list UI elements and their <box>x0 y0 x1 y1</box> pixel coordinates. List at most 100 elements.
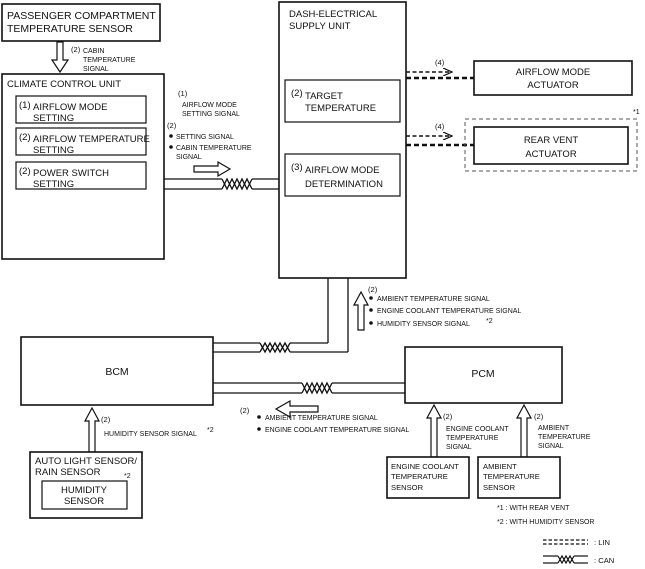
climate-control-title: CLIMATE CONTROL UNIT <box>7 79 121 90</box>
airflow-temp-setting-num: (2) <box>19 132 31 143</box>
bcm-to-dash-arrow <box>352 290 370 331</box>
power-switch-setting-line1: POWER SWITCH <box>33 168 109 179</box>
legend-lin-symbol <box>543 539 588 545</box>
target-temperature-box <box>284 79 401 123</box>
ccu-signal-num1: (1) <box>178 89 188 98</box>
ccu-airflow-signal-line1: AIRFLOW MODE <box>182 102 237 109</box>
note-humidity: *2 : WITH HUMIDITY SENSOR <box>497 519 595 526</box>
engine-coolant-sensor: ENGINE COOLANT TEMPERATURE SENSOR <box>386 456 470 499</box>
lin-label-upper: (4) <box>435 58 445 67</box>
auto-light-rain-sensor: AUTO LIGHT SENSOR/ RAIN SENSOR *2 HUMIDI… <box>29 451 143 519</box>
dash-electrical-supply-unit: DASH-ELECTRICAL SUPPLY UNIT (2) TARGET T… <box>278 1 407 279</box>
ambient-signal-line1: AMBIENT <box>538 425 570 432</box>
pcm-coolant-signal: ENGINE COOLANT TEMPERATURE SIGNAL <box>265 427 409 434</box>
ccu-cabin-signal-line1: CABIN TEMPERATURE <box>176 145 252 152</box>
legend-can-label: : CAN <box>594 556 614 565</box>
ccu-to-dash-arrow <box>193 160 232 178</box>
airflow-actuator-line1: AIRFLOW MODE <box>516 67 590 78</box>
ambient-to-pcm-arrow <box>515 403 533 458</box>
airflow-mode-setting-line2: SETTING <box>33 113 74 124</box>
dash-humidity-signal: HUMIDITY SENSOR SIGNAL <box>377 321 470 328</box>
pcm-ambient-signal: AMBIENT TEMPERATURE SIGNAL <box>265 415 378 422</box>
ambient-sensor-line1: AMBIENT <box>483 462 517 471</box>
ambient-signal-num: (2) <box>534 412 544 421</box>
auto-light-note: *2 <box>124 473 131 480</box>
bcm-up-num: (2) <box>101 415 111 424</box>
dash-unit-line1: DASH-ELECTRICAL <box>289 9 377 20</box>
coolant-signal-line1: ENGINE COOLANT <box>446 426 509 433</box>
airflow-determination-num: (3) <box>291 162 303 173</box>
cabin-temp-signal-line1: CABIN <box>83 48 104 55</box>
airflow-mode-setting-box <box>15 95 147 124</box>
pcm-module: PCM <box>404 346 563 404</box>
humidity-sensor-box <box>41 480 128 510</box>
ccu-setting-signal: SETTING SIGNAL <box>176 134 234 141</box>
lin-to-rear-vent-actuator <box>406 136 474 147</box>
coolant-signal-line3: SIGNAL <box>446 444 472 451</box>
ambient-sensor-line2: TEMPERATURE <box>483 472 540 481</box>
note-rear-vent: *1 : WITH REAR VENT <box>497 505 570 512</box>
legend: : LIN : CAN <box>543 538 614 565</box>
airflow-determination-line1: AIRFLOW MODE <box>305 165 379 176</box>
ambient-sensor-line3: SENSOR <box>483 483 516 492</box>
pcm-to-bcm-arrow <box>274 399 319 419</box>
dash-coolant-signal: ENGINE COOLANT TEMPERATURE SIGNAL <box>377 308 521 315</box>
power-switch-setting-num: (2) <box>19 166 31 177</box>
ccu-signal-num2: (2) <box>167 121 177 130</box>
passenger-compartment-sensor: PASSENGER COMPARTMENT TEMPERATURE SENSOR <box>1 3 161 42</box>
dash-down-num: (2) <box>368 285 378 294</box>
target-temperature-line1: TARGET <box>305 91 343 102</box>
ccu-airflow-signal-line2: SETTING SIGNAL <box>182 111 240 118</box>
ambient-signal-line3: SIGNAL <box>538 443 564 450</box>
coolant-sensor-line3: SENSOR <box>391 483 424 492</box>
can-ccu-dash <box>164 177 279 191</box>
humidity-sensor-line2: SENSOR <box>64 496 104 507</box>
bcm-humidity-signal: HUMIDITY SENSOR SIGNAL <box>104 431 197 438</box>
airflow-mode-determination-box <box>284 153 401 197</box>
bcm-module: BCM <box>20 336 214 406</box>
coolant-signal-line2: TEMPERATURE <box>446 435 499 442</box>
bcm-label: BCM <box>105 366 128 378</box>
coolant-sensor-line1: ENGINE COOLANT <box>391 462 459 471</box>
cabin-temp-signal-line2: TEMPERATURE <box>83 57 136 64</box>
can-bcm-pcm <box>213 381 405 395</box>
humidity-sensor-line1: HUMIDITY <box>61 485 108 496</box>
rear-vent-line1: REAR VENT <box>524 135 579 146</box>
coolant-sensor-line2: TEMPERATURE <box>391 472 448 481</box>
power-switch-setting-line2: SETTING <box>33 179 74 190</box>
coolant-signal-num: (2) <box>443 412 453 421</box>
auto-light-line1: AUTO LIGHT SENSOR/ <box>35 456 137 467</box>
legend-lin-label: : LIN <box>594 538 610 547</box>
pcm-label: PCM <box>471 368 494 380</box>
airflow-actuator-line2: ACTUATOR <box>527 80 579 91</box>
rear-vent-line2: ACTUATOR <box>525 149 577 160</box>
airflow-temp-setting-line2: SETTING <box>33 145 74 156</box>
passenger-sensor-line2: TEMPERATURE SENSOR <box>7 23 133 35</box>
ambient-temperature-sensor: AMBIENT TEMPERATURE SENSOR <box>477 456 561 499</box>
passenger-sensor-line1: PASSENGER COMPARTMENT <box>7 10 156 22</box>
dash-ambient-signal: AMBIENT TEMPERATURE SIGNAL <box>377 296 490 303</box>
sensor-to-bcm-arrow <box>83 406 101 453</box>
airflow-mode-setting-num: (1) <box>19 100 31 111</box>
airflow-mode-setting-line1: AIRFLOW MODE <box>33 102 107 113</box>
cabin-temp-signal-num: (2) <box>71 45 81 54</box>
cabin-temp-arrow <box>50 41 70 74</box>
airflow-mode-actuator: AIRFLOW MODE ACTUATOR <box>473 60 633 96</box>
climate-control-unit: CLIMATE CONTROL UNIT (1) AIRFLOW MODE SE… <box>1 73 165 260</box>
target-temperature-line2: TEMPERATURE <box>305 103 376 114</box>
lin-label-lower: (4) <box>435 122 445 131</box>
rear-vent-note: *1 <box>633 109 640 116</box>
can-dash-bcm <box>213 278 349 354</box>
bcm-humidity-note: *2 <box>207 427 214 434</box>
target-temperature-num: (2) <box>291 88 303 99</box>
pcm-bcm-num: (2) <box>240 406 250 415</box>
ccu-cabin-signal-line2: SIGNAL <box>176 154 202 161</box>
cabin-temp-signal-line3: SIGNAL <box>83 66 109 73</box>
legend-can-symbol <box>543 554 588 565</box>
ambient-signal-line2: TEMPERATURE <box>538 434 591 441</box>
airflow-temp-setting-line1: AIRFLOW TEMPERATURE <box>33 134 150 145</box>
airflow-determination-line2: DETERMINATION <box>305 179 383 190</box>
power-switch-setting-box <box>15 161 147 190</box>
auto-light-line2: RAIN SENSOR <box>35 467 101 478</box>
